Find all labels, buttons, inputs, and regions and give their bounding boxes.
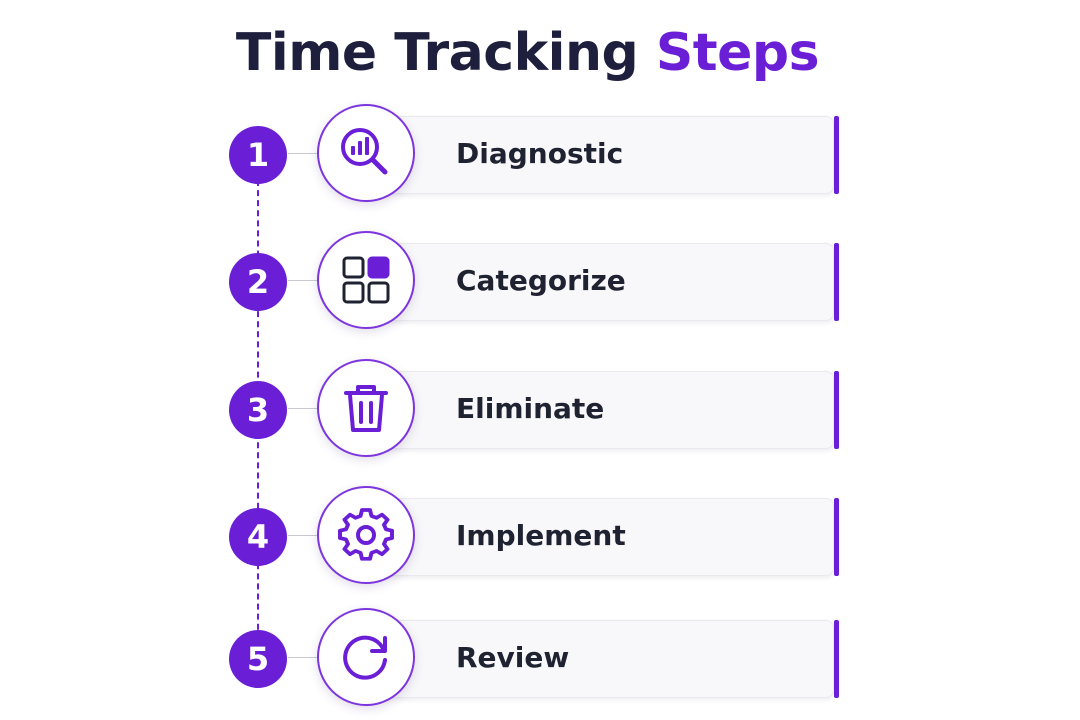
step-card — [362, 620, 834, 698]
title-part-accent: Steps — [655, 23, 820, 83]
step-number-badge: 4 — [229, 508, 287, 566]
step-link-line — [288, 535, 318, 536]
step-label: Diagnostic — [456, 137, 624, 170]
step-card — [362, 116, 834, 194]
step-label: Implement — [456, 519, 626, 552]
step-card-accent-bar — [834, 116, 839, 194]
step-card-accent-bar — [834, 620, 839, 698]
step-diagnostic: 1 Diagnostic — [0, 104, 1080, 204]
step-link-line — [288, 153, 318, 154]
gear-icon — [338, 508, 394, 561]
step-card — [362, 371, 834, 449]
step-card — [362, 498, 834, 576]
title-part-main: Time Tracking — [235, 23, 639, 83]
step-card-accent-bar — [834, 498, 839, 576]
step-icon-circle — [317, 104, 415, 202]
step-link-line — [288, 408, 318, 409]
step-card-accent-bar — [834, 371, 839, 449]
magnifier-chart-icon — [341, 128, 388, 175]
grid-categories-icon — [342, 256, 390, 304]
step-number-badge: 3 — [229, 381, 287, 439]
step-label: Review — [456, 641, 570, 674]
step-label: Categorize — [456, 264, 626, 297]
trash-icon — [344, 385, 388, 432]
step-icon-circle — [317, 486, 415, 584]
step-card-accent-bar — [834, 243, 839, 321]
step-number-badge: 5 — [229, 630, 287, 688]
step-implement: 4 Implement — [0, 486, 1080, 586]
step-link-line — [288, 657, 318, 658]
step-icon-circle — [317, 359, 415, 457]
step-eliminate: 3 Eliminate — [0, 359, 1080, 459]
step-icon-circle — [317, 231, 415, 329]
step-card — [362, 243, 834, 321]
step-icon-circle — [317, 608, 415, 706]
step-number-badge: 2 — [229, 253, 287, 311]
step-link-line — [288, 280, 318, 281]
step-categorize: 2 Categorize — [0, 231, 1080, 331]
step-label: Eliminate — [456, 392, 605, 425]
page-title: Time Tracking Steps — [0, 18, 1055, 88]
refresh-icon — [343, 635, 387, 680]
step-review: 5 Review — [0, 608, 1080, 708]
step-number-badge: 1 — [229, 126, 287, 184]
